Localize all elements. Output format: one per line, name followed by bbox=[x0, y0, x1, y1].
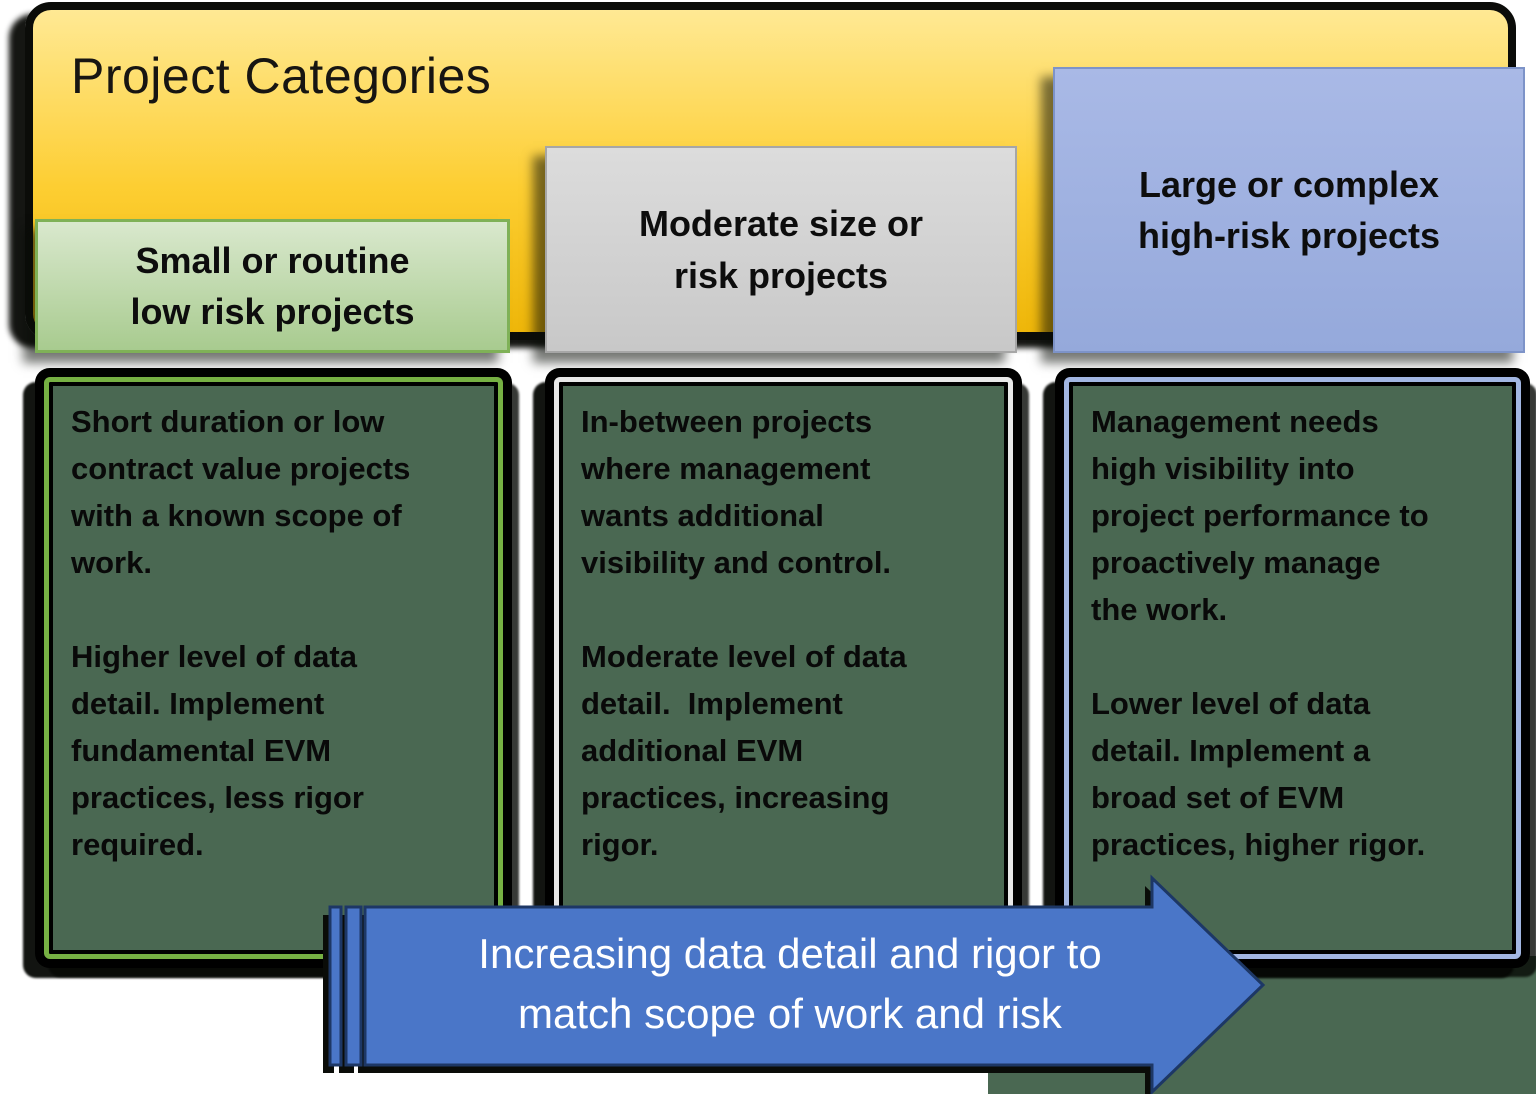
card-large-projects: Management needs high visibility into pr… bbox=[1064, 377, 1521, 959]
card-moderate-projects: In-between projects where management wan… bbox=[554, 377, 1013, 959]
card-large-text: Management needs high visibility into pr… bbox=[1091, 404, 1429, 862]
page-title: Project Categories bbox=[71, 48, 492, 104]
card-small-text: Short duration or low contract value pro… bbox=[71, 404, 411, 862]
header-small-projects: Small or routine low risk projects bbox=[35, 219, 510, 353]
arrow-label: Increasing data detail and rigor to matc… bbox=[478, 930, 1102, 1037]
increasing-rigor-arrow bbox=[323, 874, 1266, 1094]
header-large-projects: Large or complex high-risk projects bbox=[1053, 67, 1525, 353]
arrow-shape bbox=[328, 874, 1266, 1094]
card-moderate-text: In-between projects where management wan… bbox=[581, 404, 907, 862]
header-moderate-projects: Moderate size or risk projects bbox=[545, 146, 1017, 353]
card-small-projects: Short duration or low contract value pro… bbox=[44, 377, 503, 959]
